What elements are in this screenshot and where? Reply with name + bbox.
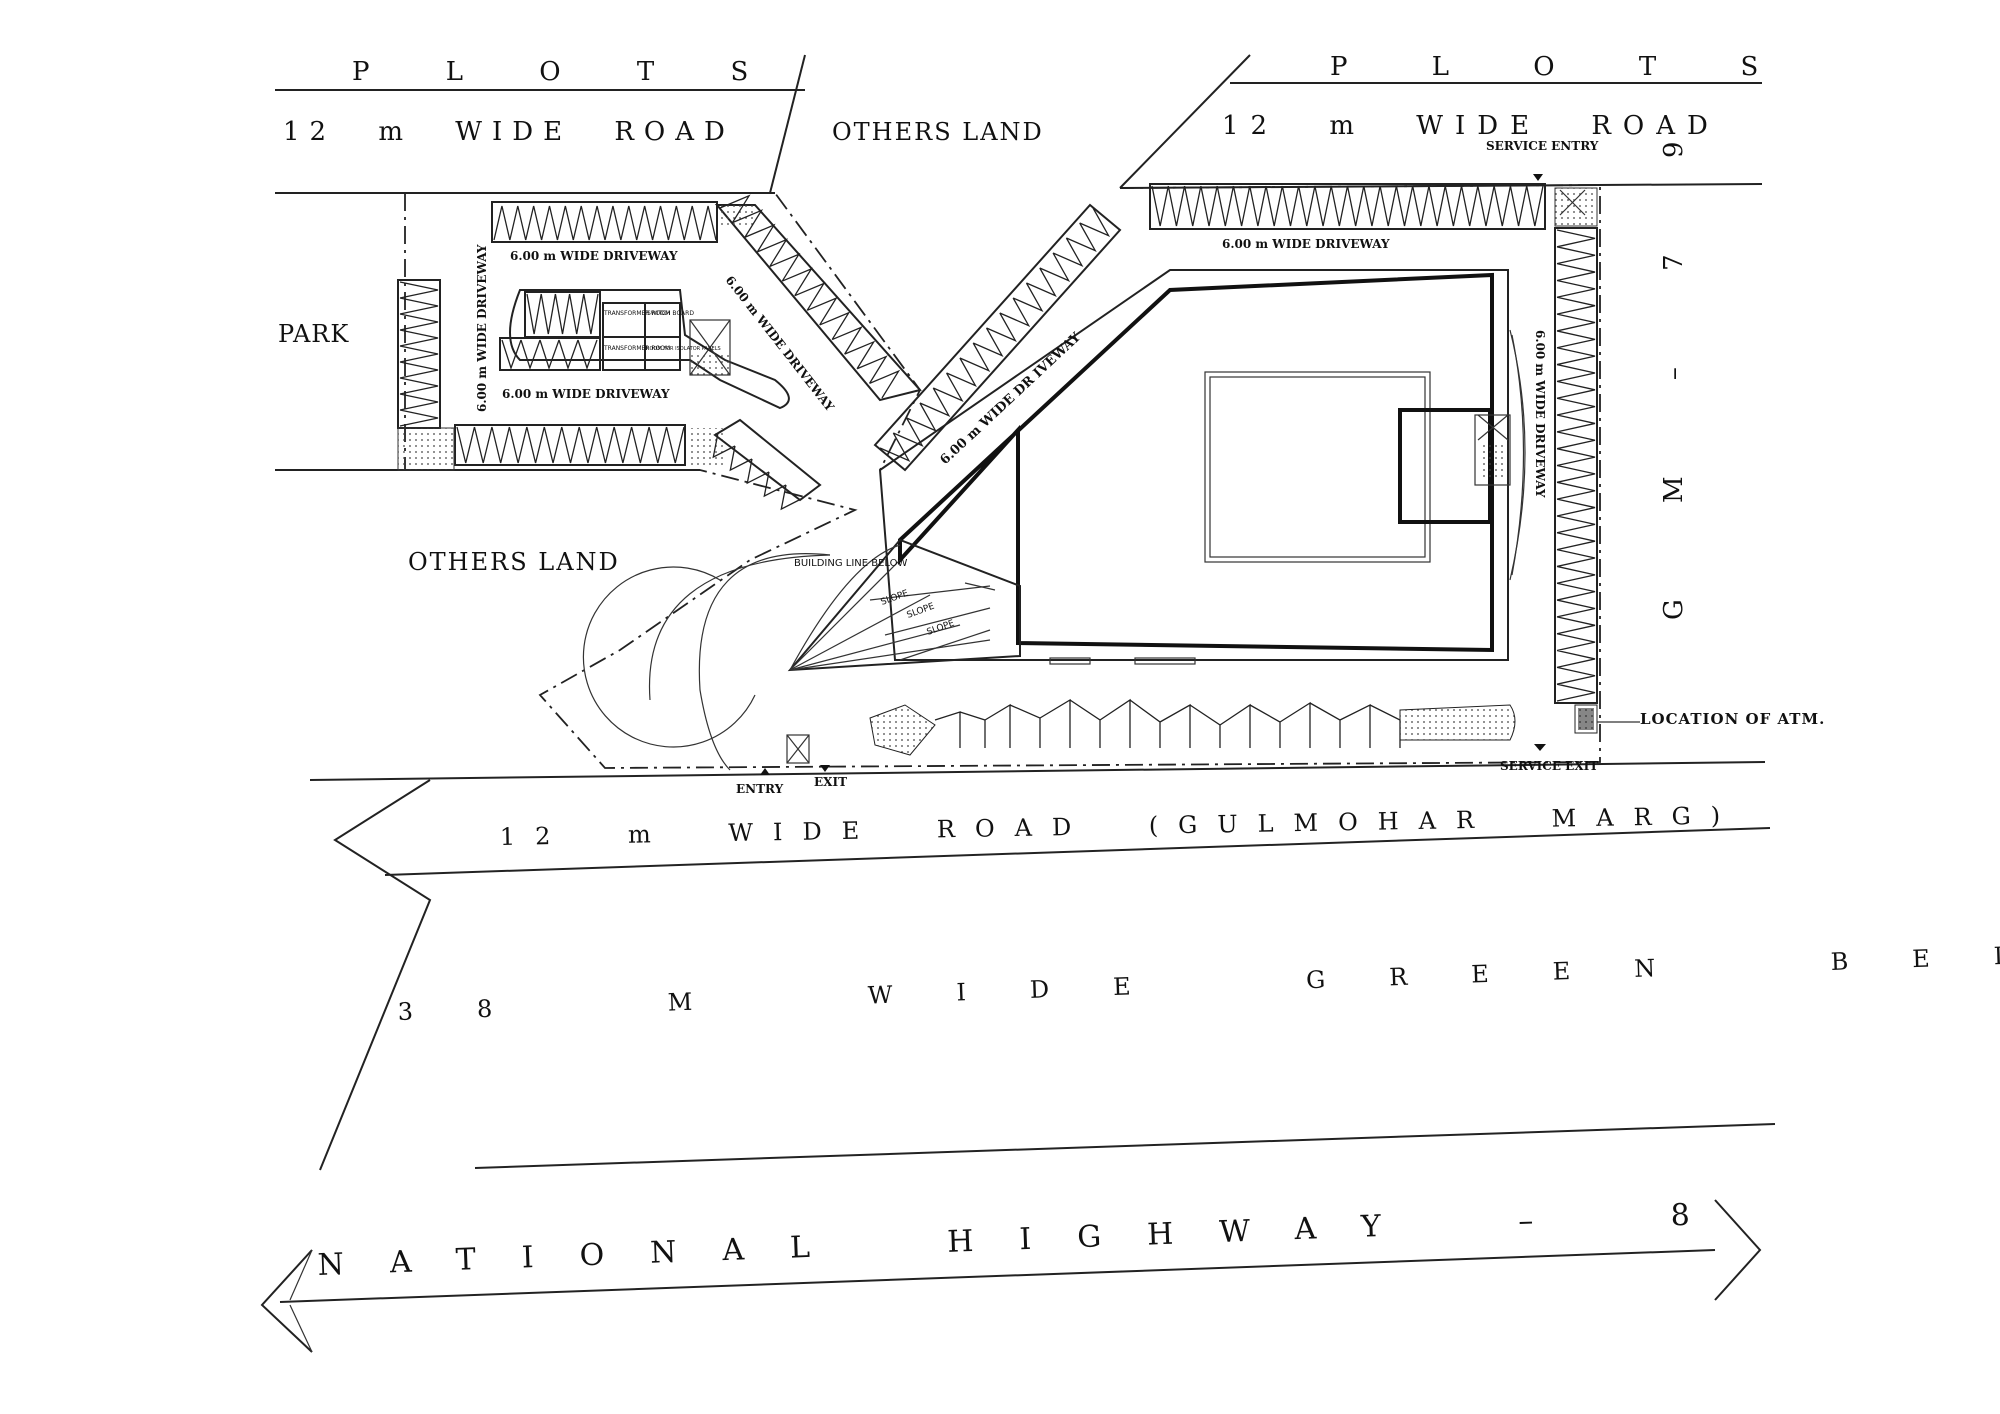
parking-stalls-diagonal-lower bbox=[712, 432, 804, 511]
site-boundary bbox=[404, 184, 1601, 769]
label-isolator-panels: ROOM FOR ISOLATOR PANELS bbox=[646, 346, 721, 352]
label-gm79: G M – 7 9 bbox=[1659, 97, 1689, 620]
parking-right-column bbox=[1554, 187, 1598, 734]
parking-stall-marks bbox=[1556, 229, 1596, 702]
parking-bottom-left bbox=[397, 424, 724, 471]
label-switch-board: SWITCH BOARD bbox=[647, 310, 694, 317]
road-lines bbox=[260, 54, 1776, 1353]
label-road-top-left: 12 m WIDE ROAD bbox=[283, 117, 735, 147]
label-slope-2: SLOPE bbox=[906, 602, 937, 621]
label-plots-left: P L O T S bbox=[352, 57, 782, 87]
label-transformer-room-2: TRANSFORMER ROOM bbox=[603, 345, 670, 352]
parking-stall-marks bbox=[1151, 185, 1544, 227]
label-road-bottom: 12 m WIDE ROAD (GULMOHAR MARG) bbox=[500, 801, 1741, 851]
parking-stalls-left bbox=[399, 281, 439, 427]
label-service-exit: SERVICE EXIT bbox=[1500, 759, 1598, 773]
site-boundary-upper bbox=[480, 192, 922, 471]
label-exit: EXIT bbox=[814, 775, 847, 789]
label-slope-1: SLOPE bbox=[880, 589, 911, 608]
parking-stalls-top-left bbox=[493, 205, 717, 241]
label-highway: NATIONAL HIGHWAY – 8 bbox=[317, 1196, 1736, 1283]
parking-stall-marks bbox=[526, 293, 599, 335]
label-road-top-right: 12 m WIDE ROAD bbox=[1222, 111, 1720, 141]
labels: P L O T S 12 m WIDE ROAD OTHERS LAND P L… bbox=[278, 52, 2000, 1283]
label-others-land-top: OTHERS LAND bbox=[832, 118, 1044, 146]
parking-stall-marks bbox=[934, 698, 1401, 748]
parking-stalls-bottom-left bbox=[456, 426, 685, 464]
parking-stalls-top-right bbox=[1151, 185, 1544, 227]
label-driveway-top-right: 6.00 m WIDE DRIVEWAY bbox=[1222, 237, 1390, 251]
label-service-entry: SERVICE ENTRY bbox=[1486, 139, 1599, 153]
label-others-land-left: OTHERS LAND bbox=[408, 548, 620, 576]
parking-stall-marks bbox=[719, 194, 901, 399]
parking-stall-marks bbox=[501, 339, 598, 371]
parking-top-right bbox=[1149, 183, 1546, 230]
parking-stall-marks bbox=[879, 207, 1111, 462]
label-driveway-right-vertical: 6.00 m WIDE DRIVEWAY bbox=[1533, 330, 1547, 498]
parking-stalls-diagonal-left bbox=[719, 194, 901, 399]
label-park: PARK bbox=[278, 320, 349, 348]
parking-stall-marks bbox=[399, 281, 439, 427]
parking-diagonal-lower bbox=[713, 418, 822, 502]
parking-stalls-bottom bbox=[934, 698, 1401, 748]
label-driveway-top-left: 6.00 m WIDE DRIVEWAY bbox=[510, 249, 678, 263]
parking-stall-marks bbox=[456, 426, 685, 464]
label-transformer-room-1: TRANSFORMER ROOM bbox=[603, 310, 670, 317]
label-entry: ENTRY bbox=[736, 782, 784, 796]
label-slope-3: SLOPE bbox=[926, 619, 957, 638]
parking-stalls-right bbox=[1556, 229, 1596, 702]
main-building bbox=[582, 174, 1640, 775]
label-green-belt: 38 M WIDE GREEN BELT bbox=[397, 937, 2000, 1026]
label-plots-right: P L O T S bbox=[1330, 52, 1796, 82]
label-driveway-diagonal-left: 6.00 m WIDE DRIVEWAY bbox=[723, 273, 837, 414]
label-driveway-left-vertical: 6.00 m WIDE DRIVEWAY bbox=[475, 244, 489, 412]
parking-stall-marks bbox=[712, 432, 804, 511]
label-building-line: BUILDING LINE BELOW bbox=[794, 558, 908, 569]
label-driveway-bottom-left: 6.00 m WIDE DRIVEWAY bbox=[502, 387, 670, 401]
label-location-atm: LOCATION OF ATM. bbox=[1640, 710, 1825, 728]
parking-stall-marks bbox=[493, 205, 717, 241]
parking-diagonal-center bbox=[873, 203, 1122, 472]
parking-stalls-diagonal-center bbox=[879, 207, 1111, 462]
service-island bbox=[499, 289, 790, 410]
